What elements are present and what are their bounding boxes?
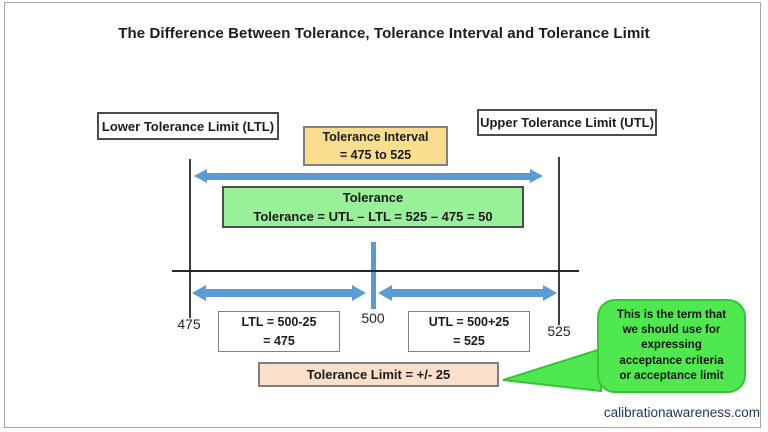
nominal-value-marker-line	[371, 242, 376, 309]
callout-tail-icon	[503, 347, 602, 393]
callout-acceptance-limit: acceptance limit	[634, 369, 724, 382]
ltl-calculation-line2: = 475	[263, 333, 295, 348]
arrow-right-head-icon	[530, 169, 543, 183]
ltl-calculation-line1: LTL = 500-25	[241, 314, 317, 329]
upper-tolerance-limit-label: Upper Tolerance Limit (UTL)	[480, 115, 654, 130]
callout-line2: we should use for	[622, 324, 721, 337]
callout-acceptance-criteria: acceptance criteria	[619, 354, 724, 367]
upper-limit-vertical-line	[558, 157, 560, 325]
callout-line3: expressing	[641, 339, 702, 352]
arrow-left-head-icon	[192, 285, 206, 301]
page-title: The Difference Between Tolerance, Tolera…	[118, 25, 650, 42]
number-line	[172, 270, 579, 272]
lower-limit-vertical-line	[189, 159, 191, 318]
upper-tolerance-limit-label-box: Upper Tolerance Limit (UTL)	[477, 109, 657, 136]
lower-half-span-arrow	[192, 285, 366, 301]
arrow-right-head-icon	[543, 285, 557, 301]
tolerance-interval-title: Tolerance Interval	[322, 129, 429, 144]
arrow-left-head-icon	[378, 285, 392, 301]
tolerance-limit-box: Tolerance Limit = +/- 25	[258, 362, 499, 387]
arrow-right-head-icon	[352, 285, 366, 301]
arrow-shaft	[206, 289, 352, 297]
tolerance-span-arrow	[194, 169, 543, 183]
tolerance-interval-box: Tolerance Interval = 475 to 525	[303, 126, 448, 166]
lower-tolerance-limit-label-box: Lower Tolerance Limit (LTL)	[97, 112, 279, 140]
arrow-shaft	[207, 172, 530, 180]
callout-line1: This is the term that	[616, 309, 727, 322]
arrow-shaft	[392, 289, 543, 297]
tolerance-limit-label: Tolerance Limit = +/- 25	[306, 367, 451, 382]
callout-line5: or acceptance limit	[619, 369, 723, 384]
callout-line5-prefix: or	[619, 369, 635, 382]
tick-label-475: 475	[177, 316, 201, 332]
tick-label-525: 525	[547, 323, 571, 339]
callout-bubble: This is the term that we should use for …	[597, 299, 746, 393]
footer-watermark: calibrationawareness.com	[603, 405, 760, 420]
lower-tolerance-limit-label: Lower Tolerance Limit (LTL)	[101, 118, 275, 134]
upper-half-span-arrow	[378, 285, 557, 301]
tolerance-interval-range: = 475 to 525	[339, 148, 412, 162]
utl-calculation-box: UTL = 500+25 = 525	[408, 311, 530, 352]
arrow-left-head-icon	[194, 169, 207, 183]
tolerance-title: Tolerance	[342, 189, 404, 205]
tolerance-formula: Tolerance = UTL – LTL = 525 – 475 = 50	[253, 209, 493, 224]
tick-label-500: 500	[361, 310, 385, 326]
tolerance-box: Tolerance Tolerance = UTL – LTL = 525 – …	[222, 186, 524, 228]
utl-calculation-line1: UTL = 500+25	[428, 314, 510, 329]
ltl-calculation-box: LTL = 500-25 = 475	[218, 311, 340, 352]
utl-calculation-line2: = 525	[453, 333, 485, 348]
